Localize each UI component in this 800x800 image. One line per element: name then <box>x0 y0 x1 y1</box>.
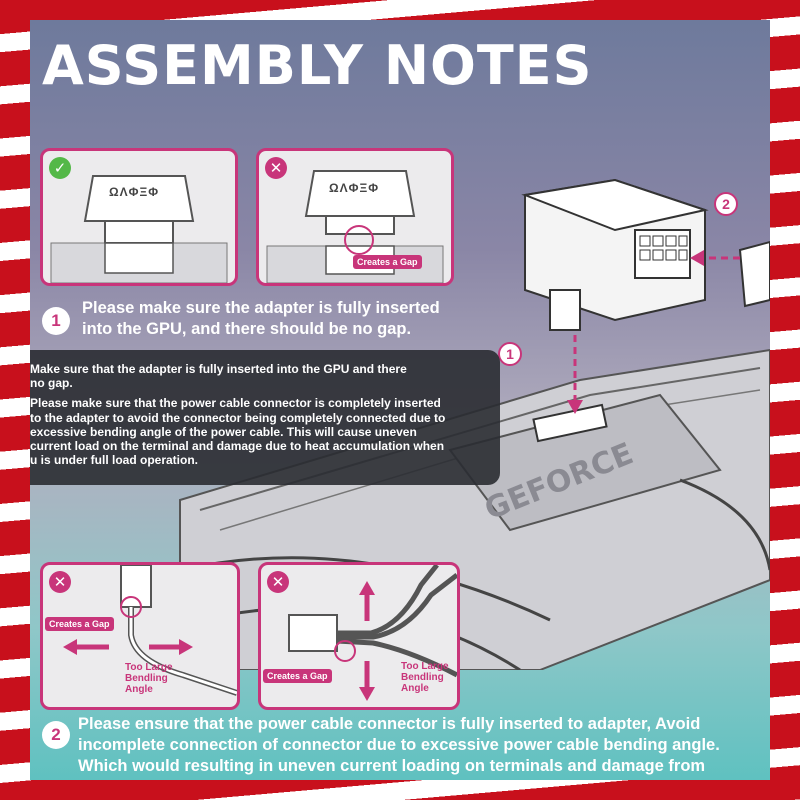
cross-icon: ✕ <box>265 157 287 179</box>
assembly-notes-poster: ASSEMBLY NOTES GEFORCE 1 2 ✓ <box>30 20 770 780</box>
translated-caption-overlay: Make sure that the adapter is fully inse… <box>30 350 500 485</box>
panel-bend-gap-top: ✕ Creates a Gap Too Large Bendling Angle <box>258 562 460 710</box>
connector-marking: ΩΛΦΞΦ <box>109 185 160 199</box>
panel-correct-insertion: ✓ ΩΛΦΞΦ <box>40 148 238 286</box>
note-2-number: 2 <box>42 721 70 749</box>
note-1-number: 1 <box>42 307 70 335</box>
gap-tag: Creates a Gap <box>263 669 332 683</box>
bend-angle-label: Too Large Bendling Angle <box>401 661 449 694</box>
overlay-paragraph-1: Make sure that the adapter is fully inse… <box>30 362 407 391</box>
note-1-text: Please make sure the adapter is fully in… <box>82 299 440 338</box>
page-title: ASSEMBLY NOTES <box>42 34 593 97</box>
gap-tag: Creates a Gap <box>45 617 114 631</box>
note-2-text: Please ensure that the power cable conne… <box>78 715 720 775</box>
cross-icon: ✕ <box>49 571 71 593</box>
cable-bend-top-illustration <box>288 565 457 701</box>
callout-1: 1 <box>498 342 522 366</box>
cable-bend-side-illustration <box>63 565 237 696</box>
bend-angle-label: Too Large Bendling Angle <box>125 662 173 695</box>
overlay-paragraph-2: Please make sure that the power cable co… <box>30 396 446 468</box>
cross-icon: ✕ <box>267 571 289 593</box>
panel-gap-insertion: ✕ ΩΛΦΞΦ Creates a Gap <box>256 148 454 286</box>
panel-bend-gap-side: ✕ Creates a Gap Too Large Bendling Angle <box>40 562 240 710</box>
gap-tag: Creates a Gap <box>353 255 422 269</box>
callout-2: 2 <box>714 192 738 216</box>
check-icon: ✓ <box>49 157 71 179</box>
adapter-inserted-illustration <box>50 175 228 283</box>
connector-marking: ΩΛΦΞΦ <box>329 181 380 195</box>
